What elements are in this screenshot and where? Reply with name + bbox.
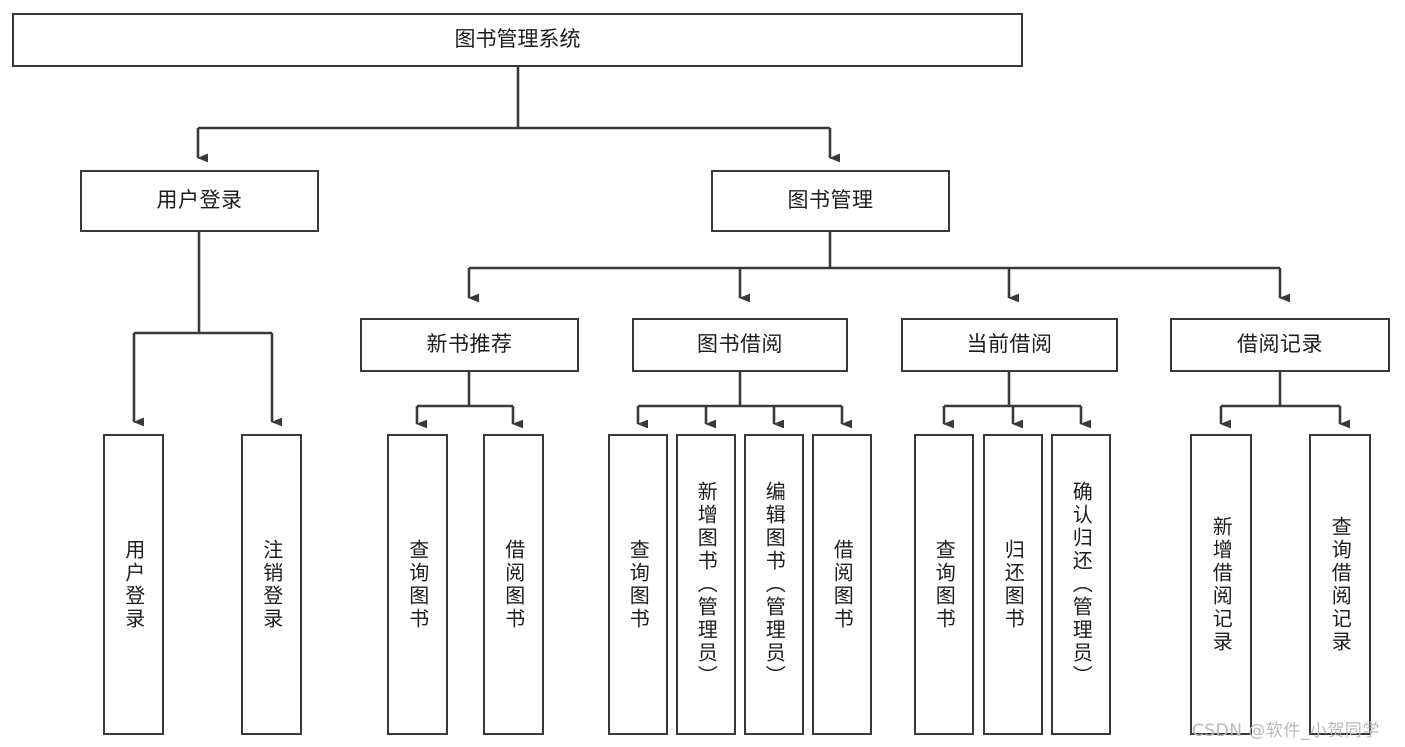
node-label: 用户登录 bbox=[156, 188, 243, 213]
node-label: 注销登录 bbox=[259, 538, 284, 631]
node-book-management[interactable]: 图书管理 bbox=[711, 170, 950, 232]
node-label: 归还图书 bbox=[1001, 538, 1026, 631]
node-root-book-management-system[interactable]: 图书管理系统 bbox=[12, 13, 1023, 67]
node-label: 图书借阅 bbox=[697, 332, 783, 357]
leaf-borrow-books[interactable]: 借阅图书 bbox=[812, 434, 872, 735]
node-current-borrowing[interactable]: 当前借阅 bbox=[901, 318, 1118, 372]
node-label: 查询图书 bbox=[626, 538, 651, 631]
leaf-query-borrow-record[interactable]: 查询借阅记录 bbox=[1309, 434, 1371, 735]
node-label: 借阅记录 bbox=[1237, 332, 1323, 357]
node-label: 当前借阅 bbox=[966, 332, 1053, 357]
node-label: 确认归还（管理员） bbox=[1069, 481, 1094, 688]
node-label: 查询图书 bbox=[405, 538, 430, 631]
node-label: 新增借阅记录 bbox=[1209, 515, 1234, 654]
leaf-borrow-books-newbook[interactable]: 借阅图书 bbox=[483, 434, 544, 735]
node-label: 用户登录 bbox=[121, 538, 146, 631]
node-new-book-recommendation[interactable]: 新书推荐 bbox=[360, 318, 579, 372]
leaf-add-book-admin[interactable]: 新增图书（管理员） bbox=[676, 434, 736, 735]
leaf-edit-book-admin[interactable]: 编辑图书（管理员） bbox=[744, 434, 804, 735]
node-label: 新书推荐 bbox=[426, 332, 513, 357]
leaf-confirm-return-admin[interactable]: 确认归还（管理员） bbox=[1051, 434, 1111, 735]
node-book-borrowing[interactable]: 图书借阅 bbox=[632, 318, 848, 372]
node-borrowing-records[interactable]: 借阅记录 bbox=[1170, 318, 1390, 372]
node-label: 新增图书（管理员） bbox=[694, 481, 719, 688]
leaf-query-books-newbook[interactable]: 查询图书 bbox=[387, 434, 448, 735]
node-label: 图书管理 bbox=[787, 188, 874, 213]
leaf-logout[interactable]: 注销登录 bbox=[241, 434, 302, 735]
leaf-query-books-current[interactable]: 查询图书 bbox=[914, 434, 974, 735]
node-label: 借阅图书 bbox=[501, 538, 526, 631]
node-label: 图书管理系统 bbox=[454, 27, 581, 52]
node-label: 查询借阅记录 bbox=[1328, 515, 1353, 654]
node-label: 借阅图书 bbox=[830, 538, 855, 631]
leaf-user-login[interactable]: 用户登录 bbox=[103, 434, 164, 735]
leaf-return-books[interactable]: 归还图书 bbox=[983, 434, 1043, 735]
leaf-query-books-borrowing[interactable]: 查询图书 bbox=[608, 434, 668, 735]
leaf-add-borrow-record[interactable]: 新增借阅记录 bbox=[1190, 434, 1252, 735]
csdn-watermark: CSDN @软件_小贺同学 bbox=[1192, 721, 1380, 741]
node-user-login[interactable]: 用户登录 bbox=[80, 170, 319, 232]
node-label: 查询图书 bbox=[932, 538, 957, 631]
node-label: 编辑图书（管理员） bbox=[762, 481, 787, 688]
